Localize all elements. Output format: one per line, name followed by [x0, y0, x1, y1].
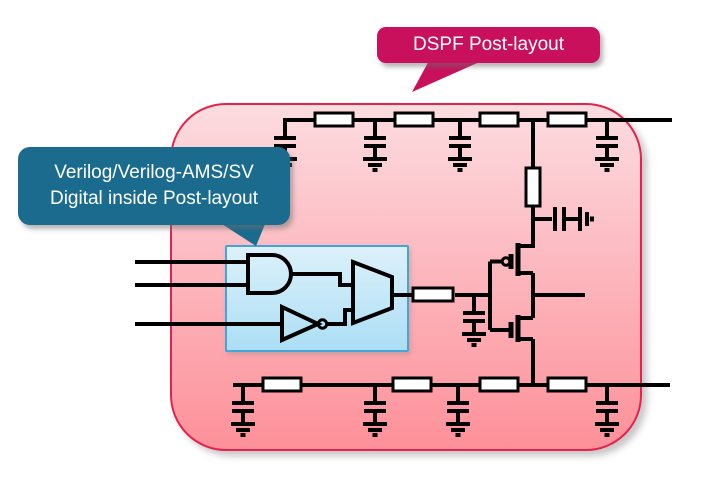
resistor-icon: [393, 111, 435, 128]
resistor-icon: [261, 376, 303, 393]
mux-icon: [351, 259, 394, 326]
dspf-callout-label: DSPF Post-layout: [413, 34, 564, 55]
digital-block-region: [225, 245, 409, 352]
bottom-rc-ladder: [229, 376, 670, 437]
resistor-icon: [546, 111, 588, 128]
capacitor-ground-icon: [229, 383, 257, 437]
resistor-icon: [391, 376, 433, 393]
capacitor-ground-icon: [361, 118, 389, 172]
resistor-icon: [546, 376, 588, 393]
top-rc-ladder: [271, 111, 672, 172]
nmos-transistor-icon: [490, 315, 533, 342]
resistor-icon: [313, 111, 355, 128]
coupling-capacitor-ground-icon: [533, 207, 594, 231]
verilog-callout-line2: Digital inside Post-layout: [49, 188, 259, 209]
capacitor-ground-icon: [593, 118, 621, 172]
vertical-resistor-icon: [524, 166, 542, 208]
output-resistor-icon: [411, 286, 455, 303]
dspf-callout-tail: [412, 57, 484, 92]
resistor-icon: [478, 111, 520, 128]
capacitor-ground-icon: [593, 383, 621, 437]
capacitor-ground-icon: [361, 383, 389, 437]
and-gate-icon: [246, 253, 293, 295]
verilog-callout-line1: Verilog/Verilog-AMS/SV: [54, 162, 254, 183]
digital-block-circuit: [135, 253, 413, 344]
inverter-bubble-icon: [316, 318, 329, 330]
resistor-icon: [478, 376, 520, 393]
input-capacitor-ground-icon: [460, 293, 488, 347]
capacitor-ground-icon: [446, 118, 474, 172]
verilog-callout: Verilog/Verilog-AMS/SV Digital inside Po…: [18, 147, 290, 225]
capacitor-ground-icon: [444, 383, 472, 437]
analog-branch: [411, 120, 594, 385]
pmos-transistor-icon: [490, 243, 533, 276]
dspf-callout: DSPF Post-layout: [377, 27, 600, 63]
inverter-icon: [280, 303, 323, 344]
